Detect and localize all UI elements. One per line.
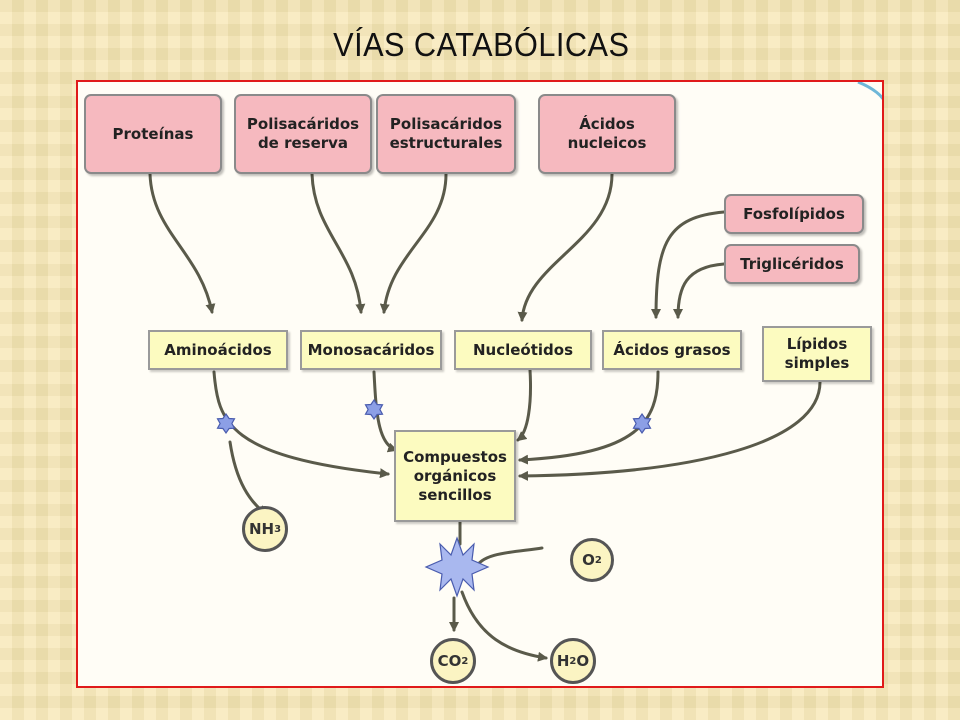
enzyme-star-icons (216, 398, 652, 598)
arrows-layer (148, 82, 882, 662)
box-acidos-grasos: Ácidos grasos (602, 330, 742, 370)
arrow-aminoacidos-compuestos (212, 370, 390, 479)
arrow-acidosgrasos-compuestos (518, 370, 660, 465)
enzyme-star-icon (632, 412, 652, 435)
box-fosfolipidos: Fosfolípidos (724, 194, 864, 234)
arrow-lipidossimples-compuestos (518, 380, 822, 481)
page-fold-icon (857, 82, 882, 100)
arrow-polres-monosacaridos (310, 172, 366, 314)
box-trigliceridos: Triglicéridos (724, 244, 860, 284)
arrow-aminoacidos-nh3 (228, 440, 268, 516)
box-fosfolipidos-label: Fosfolípidos (743, 204, 845, 223)
arrow-nucleotidos-compuestos (516, 368, 532, 442)
arrow-polest-monosacaridos (379, 172, 448, 314)
box-nucleotidos: Nucleótidos (454, 330, 592, 370)
enzyme-star-icon-large (424, 536, 490, 598)
arrow-trigliceridos-acidosgrasos (673, 262, 726, 319)
arrow-nucleicos-nucleotidos (517, 172, 614, 322)
arrow-monosacaridos-compuestos (372, 370, 398, 453)
box-aminoacidos: Aminoácidos (148, 330, 288, 370)
enzyme-star-icon (364, 398, 384, 421)
arrow-proteinas-aminoacidos (148, 172, 216, 314)
box-monosacaridos-label: Monosacáridos (307, 340, 435, 359)
box-nucleotidos-label: Nucleótidos (472, 340, 574, 359)
box-proteinas-label: Proteínas (112, 124, 194, 143)
arrow-to-h2o (460, 590, 548, 662)
box-monosacaridos: Monosacáridos (300, 330, 442, 370)
box-trigliceridos-label: Triglicéridos (740, 254, 844, 273)
slide-title: VÍAS CATABÓLICAS (333, 26, 630, 63)
box-acidos-grasos-label: Ácidos grasos (613, 340, 731, 359)
arrow-o2-in (474, 546, 544, 570)
enzyme-star-icon (216, 412, 236, 435)
box-aminoacidos-label: Aminoácidos (164, 340, 272, 359)
box-proteinas: Proteínas (84, 94, 222, 174)
arrow-fosfolipidos-acidosgrasos (651, 210, 726, 319)
